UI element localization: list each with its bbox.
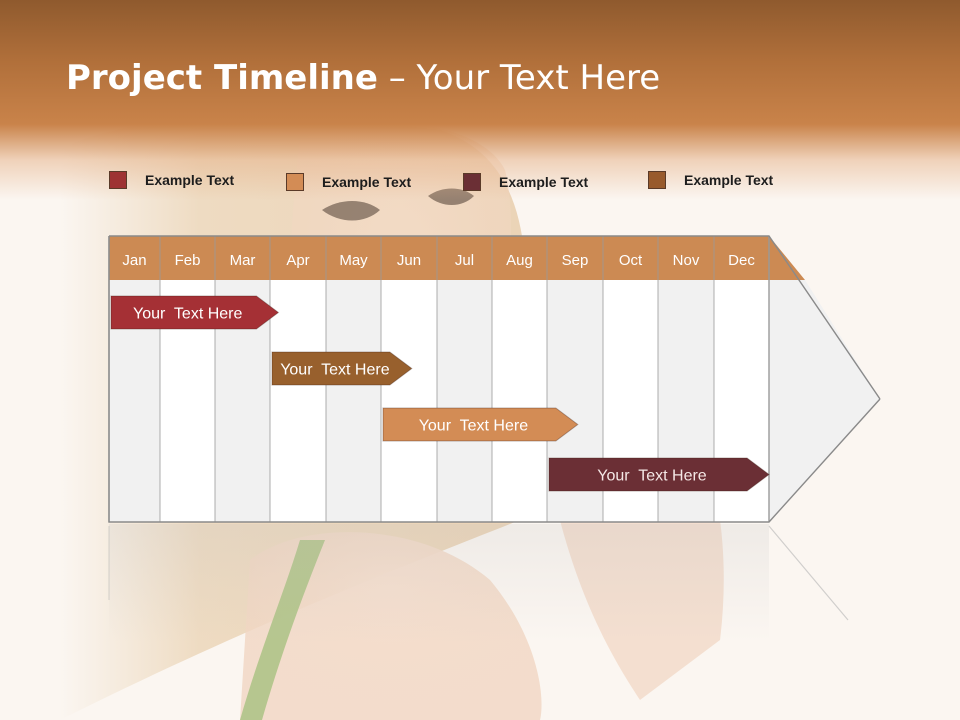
timeline-outline [108, 235, 881, 523]
month-header-cell [658, 236, 714, 280]
month-column [270, 280, 326, 522]
month-header-cell [547, 236, 603, 280]
month-label: Mar [230, 252, 256, 269]
month-label: Jan [122, 252, 146, 269]
month-header-cell [714, 236, 769, 280]
month-column [381, 280, 437, 522]
task-label: Your Text Here [419, 418, 529, 435]
task-bar [382, 407, 579, 442]
title-bold: Project Timeline [66, 58, 378, 98]
legend-item: Example Text [648, 170, 773, 190]
task-label: Your Text Here [597, 468, 707, 485]
legend-swatch [286, 173, 304, 191]
task-bar [548, 457, 770, 492]
month-label: Feb [175, 252, 201, 269]
task-bar [110, 295, 280, 330]
month-header-cell [270, 236, 326, 280]
eye-left [322, 201, 380, 221]
legend-label: Example Text [322, 174, 412, 190]
legend-swatch [463, 173, 481, 191]
month-label: Nov [673, 252, 700, 269]
month-header-cell [215, 236, 270, 280]
arrow-head-header [769, 236, 805, 280]
month-header-cell [492, 236, 547, 280]
month-header-cell [437, 236, 492, 280]
timeline-reflection [109, 524, 769, 642]
page-title: Project Timeline – Your Text Here [66, 58, 660, 98]
month-label: Sep [562, 252, 589, 269]
legend-swatch [109, 171, 127, 189]
month-header-cell [160, 236, 215, 280]
month-header-cell [109, 236, 160, 280]
task-label: Your Text Here [133, 306, 243, 323]
legend-label: Example Text [684, 172, 774, 188]
reflection-edge [768, 525, 849, 621]
month-column [492, 280, 547, 522]
legend-item: Example Text [286, 172, 411, 192]
month-header-cell [381, 236, 437, 280]
header-band [0, 0, 960, 200]
month-label: Jul [455, 252, 474, 269]
month-header-cell [603, 236, 658, 280]
month-label: Oct [619, 252, 643, 269]
month-label: Aug [506, 252, 533, 269]
task-label: Your Text Here [280, 362, 390, 379]
month-label: May [339, 252, 368, 269]
month-label: Jun [397, 252, 421, 269]
arrow-head-body [769, 280, 880, 522]
legend-label: Example Text [145, 172, 235, 188]
legend-label: Example Text [499, 174, 589, 190]
legend-item: Example Text [463, 172, 588, 192]
task-bar [271, 351, 413, 386]
legend-item: Example Text [109, 170, 234, 190]
month-label: Dec [728, 252, 755, 269]
month-column [437, 280, 492, 522]
month-label: Apr [286, 252, 309, 269]
title-rest: – Your Text Here [377, 58, 661, 98]
month-column [326, 280, 381, 522]
month-header-cell [326, 236, 381, 280]
legend-swatch [648, 171, 666, 189]
